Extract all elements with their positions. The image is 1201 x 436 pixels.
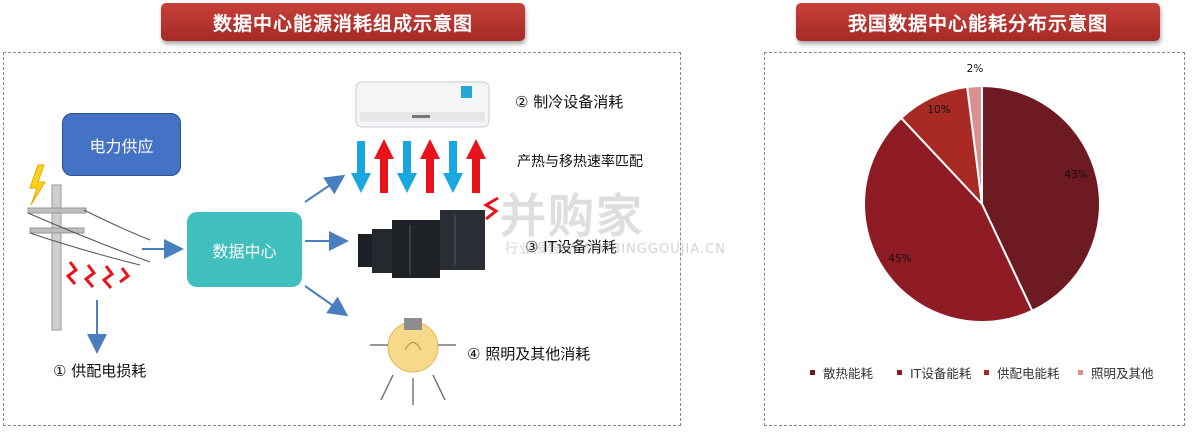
pie-slice [899, 85, 984, 207]
legend-label: 供配电能耗 [997, 366, 1060, 381]
pie-slice-label: 10% [927, 104, 950, 116]
energy-distribution-panel [764, 52, 1185, 426]
pie-slice [966, 84, 983, 205]
legend-item: 照明及其他 [1078, 363, 1154, 382]
legend-swatch [984, 370, 989, 375]
power-supply-box: 电力供应 [62, 113, 181, 176]
pie-slice [981, 84, 1101, 313]
legend-item: 散热能耗 [810, 363, 873, 382]
air-conditioner-icon [355, 81, 490, 128]
server-rack-icon [358, 210, 485, 278]
pie-slice-label: 45% [888, 253, 911, 265]
legend-item: 供配电能耗 [984, 363, 1060, 382]
it-consumption-label: ③ IT设备消耗 [525, 238, 617, 256]
utility-pole-icon [27, 184, 151, 331]
legend-swatch [897, 370, 902, 375]
legend-swatch [810, 370, 815, 375]
legend-item: IT设备能耗 [897, 363, 971, 382]
legend-swatch [1078, 370, 1083, 375]
data-center-box: 数据中心 [187, 212, 302, 287]
power-loss-sparks-icon [65, 261, 131, 289]
legend-label: IT设备能耗 [910, 366, 972, 381]
heat-exchange-arrows-icon [351, 139, 499, 221]
heat-rate-match-label: 产热与移热速率匹配 [517, 154, 643, 170]
watermark-logo: 并购家 [500, 189, 644, 243]
lightning-icon [29, 164, 46, 206]
legend-label: 照明及其他 [1091, 366, 1154, 381]
distribution-loss-label: ① 供配电损耗 [53, 362, 147, 380]
lighting-consumption-label: ④ 照明及其他消耗 [467, 345, 591, 363]
pie-slice-label: 2% [967, 63, 984, 75]
right-panel-title: 我国数据中心能耗分布示意图 [796, 3, 1160, 41]
left-panel-title: 数据中心能源消耗组成示意图 [161, 3, 525, 41]
pie-slice-label: 43% [1064, 169, 1087, 181]
cooling-consumption-label: ② 制冷设备消耗 [515, 93, 624, 111]
energy-composition-panel [3, 52, 681, 426]
light-bulb-icon [370, 318, 456, 405]
pie-slice [863, 116, 1034, 323]
legend-label: 散热能耗 [823, 366, 874, 381]
watermark-url: 行业报告 WWW.BINGGOUJIA.CN [505, 242, 726, 257]
